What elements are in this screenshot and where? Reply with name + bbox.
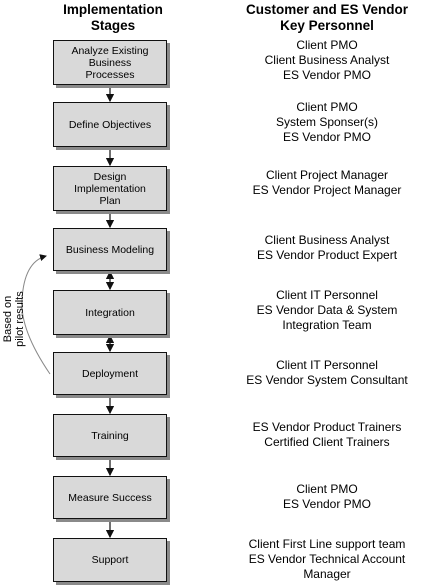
stage-label: Support	[91, 554, 129, 566]
stage-label: Design Implementation Plan	[74, 170, 146, 207]
stage-box: Support	[53, 538, 167, 582]
stage-label: Deployment	[81, 367, 139, 380]
stage-label: Training	[91, 429, 129, 442]
stage-box: Design Implementation Plan	[53, 166, 167, 211]
personnel-entry: System Sponser(s)	[275, 115, 379, 129]
personnel-entry: ES Vendor PMO	[282, 497, 372, 511]
personnel-entry: ES Vendor PMO	[282, 68, 372, 82]
stage-box: Business Modeling	[53, 228, 167, 271]
personnel-entry: Client PMO	[296, 100, 358, 114]
personnel-entry: ES Vendor Product Expert	[256, 248, 398, 262]
personnel-entry: ES Vendor Product Trainers	[252, 420, 402, 434]
personnel-header: Customer and ES Vendor Key Personnel	[245, 2, 409, 33]
personnel-entry: ES Vendor PMO	[282, 130, 372, 144]
personnel-entry: Client Business Analyst	[264, 233, 390, 247]
stage-box: Measure Success	[53, 476, 167, 519]
personnel-entry: Certified Client Trainers	[264, 435, 390, 449]
personnel-entry: Client IT Personnel	[276, 358, 378, 372]
stage-label: Integration	[85, 306, 135, 319]
stage-label: Measure Success	[68, 491, 152, 504]
stages-header: Implementation Stages	[63, 2, 163, 33]
personnel-entry: ES Vendor Project Manager	[252, 183, 402, 197]
stage-box: Deployment	[53, 352, 167, 395]
stage-label: Business Modeling	[65, 243, 155, 256]
stage-box: Integration	[53, 290, 167, 335]
stage-box: Define Objectives	[53, 102, 167, 147]
personnel-entry: Client IT Personnel	[276, 288, 378, 302]
personnel-entry: Manager	[303, 567, 351, 581]
personnel-entry: ES Vendor Data & System	[256, 303, 398, 317]
personnel-entry: Client PMO	[296, 38, 358, 52]
personnel-entry: ES Vendor System Consultant	[246, 373, 408, 387]
feedback-loop-arrow	[21, 254, 51, 375]
personnel-entry: Client PMO	[296, 482, 358, 496]
personnel-entry: Client First Line support team	[248, 537, 406, 551]
personnel-entry: Client Project Manager	[265, 168, 389, 182]
stage-label: Define Objectives	[68, 118, 152, 131]
stage-box: Training	[53, 414, 167, 457]
personnel-entry: Client Business Analyst	[264, 53, 390, 67]
stage-box: Analyze Existing Business Processes	[53, 40, 167, 85]
stage-label: Analyze Existing Business Processes	[71, 44, 149, 81]
personnel-entry: Integration Team	[282, 318, 372, 332]
feedback-loop-label: Based on pilot results	[2, 291, 26, 347]
personnel-entry: ES Vendor Technical Account	[248, 552, 406, 566]
